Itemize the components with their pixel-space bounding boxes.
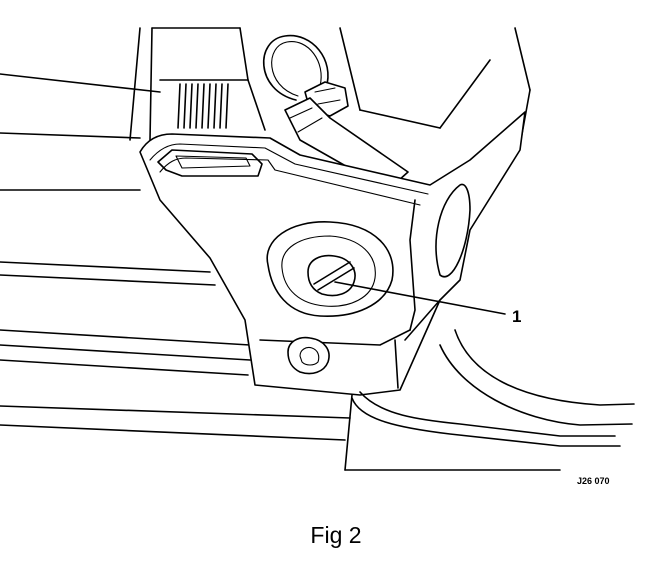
figure-caption: Fig 2 [310, 522, 362, 548]
callout-label-1: 1 [512, 307, 521, 326]
mounting-bracket [139, 111, 526, 396]
vent-slots [177, 83, 229, 129]
callout-leader-1 [334, 281, 506, 315]
reference-code: J26 070 [577, 476, 610, 486]
sensor-connector [263, 34, 409, 191]
frame-rails [0, 73, 351, 441]
lower-casting [344, 329, 635, 471]
adjuster-screw [266, 221, 394, 317]
lock-nut [287, 336, 330, 375]
upper-housing [129, 27, 531, 146]
